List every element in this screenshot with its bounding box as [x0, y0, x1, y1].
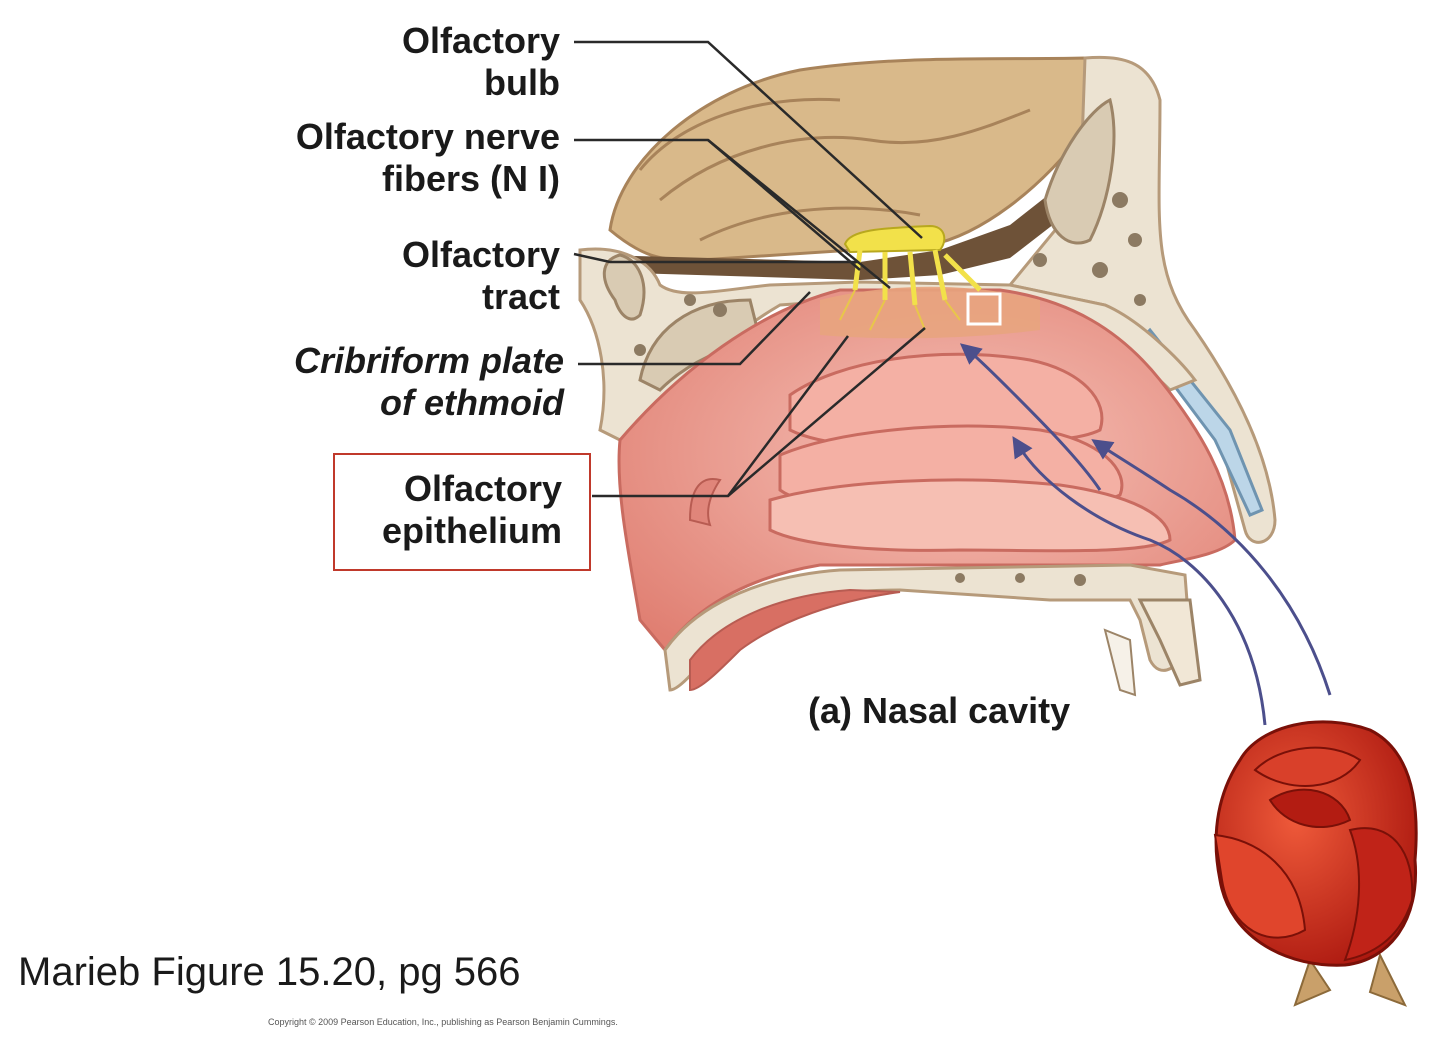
part-label: (a) Nasal cavity	[808, 690, 1071, 731]
figure-reference: Marieb Figure 15.20, pg 566	[18, 950, 521, 994]
enlarged-region-box	[966, 292, 1002, 326]
leader-nerve-fibers-2	[707, 139, 891, 289]
epithelium-highlight-box	[333, 453, 591, 571]
label-olfactory-epithelium: Olfactory epithelium	[382, 468, 562, 552]
copyright-notice: Copyright © 2009 Pearson Education, Inc.…	[268, 1017, 618, 1027]
leader-epithelium-2	[727, 327, 926, 497]
brain-region	[600, 56, 1087, 280]
label-olfactory-epithelium-line2: epithelium	[381, 510, 562, 551]
label-olfactory-nerve-fibers-line2: fibers (N I)	[381, 158, 560, 199]
leader-olfactory-tract	[573, 252, 858, 264]
leader-cribriform	[578, 291, 811, 366]
olfactory-epithelium	[820, 286, 1040, 339]
leader-olfactory-bulb	[574, 40, 923, 239]
leader-lines	[573, 40, 926, 498]
label-olfactory-tract: Olfactory tract	[402, 234, 560, 318]
rose-illustration	[1213, 720, 1418, 1007]
airflow-arrows	[959, 343, 1332, 726]
label-cribriform-plate-line1: Cribriform plate	[293, 340, 564, 381]
olfactory-bulb-and-nerves	[839, 224, 982, 331]
label-olfactory-bulb: Olfactory bulb	[402, 20, 560, 104]
label-cribriform-plate: Cribriform plate of ethmoid	[294, 340, 564, 424]
label-olfactory-nerve-fibers: Olfactory nerve fibers (N I)	[296, 116, 560, 200]
label-olfactory-epithelium-line1: Olfactory	[403, 468, 562, 509]
label-cribriform-plate-line2: of ethmoid	[380, 382, 564, 423]
label-olfactory-tract-line2: tract	[481, 276, 560, 317]
hard-palate	[663, 563, 1202, 697]
label-olfactory-nerve-fibers-line1: Olfactory nerve	[295, 116, 560, 157]
label-olfactory-bulb-line1: Olfactory	[401, 20, 560, 61]
label-olfactory-tract-line1: Olfactory	[401, 234, 560, 275]
label-olfactory-bulb-line2: bulb	[484, 62, 560, 103]
